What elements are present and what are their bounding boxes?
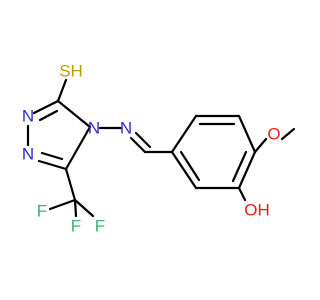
bond-imine-ch-double-a — [129, 136, 147, 154]
methoxy-oxygen-label: O — [267, 125, 280, 144]
bond-o-methyl — [280, 127, 296, 141]
bond-n2-c3-double — [38, 109, 59, 122]
triazole-n4-label: N — [88, 119, 100, 138]
bond-ring-o-methoxy — [253, 137, 268, 154]
triazole-n1-label: N — [22, 145, 34, 164]
hydroxyl-label: OH — [244, 201, 270, 220]
bond-imine-ch-double-b — [134, 131, 152, 149]
bond-n4-c5 — [64, 125, 92, 171]
thiol-label: SH — [59, 62, 83, 81]
bond-ring-4-5 — [237, 150, 257, 190]
bond-cf3-f2 — [73, 198, 95, 218]
bond-c3-n4 — [56, 99, 92, 129]
bonds — [26, 78, 296, 218]
fluorine-2-label: F — [95, 217, 105, 236]
bond-ring-4-5-inner — [231, 150, 248, 183]
structure-canvas: SH N N N N F F F O OH — [21, 61, 296, 236]
bond-cf3-f1 — [48, 198, 77, 211]
bond-ring-6-1 — [170, 150, 198, 190]
bond-c5-n1-double — [40, 151, 64, 161]
molecule-structure: SH N N N N F F F O OH — [22, 62, 296, 236]
triazole-n2-label: N — [22, 107, 34, 126]
bond-n2-c3 — [32, 99, 60, 115]
atom-labels: SH N N N N F F F O OH — [22, 62, 281, 236]
bond-ring-oh — [237, 186, 247, 202]
fluorine-1-label: F — [37, 202, 47, 221]
bond-c3-s — [56, 78, 68, 103]
bond-ring-1-2 — [170, 114, 198, 154]
bond-ring-6-1-inner — [179, 150, 201, 182]
bond-cf3-f3 — [73, 198, 78, 218]
bond-c5-n1 — [37, 159, 68, 171]
imine-n-label: N — [120, 119, 132, 138]
bond-ring-3-4 — [237, 114, 257, 154]
fluorine-3-label: F — [71, 217, 81, 236]
bond-c5-cf3 — [64, 167, 77, 202]
